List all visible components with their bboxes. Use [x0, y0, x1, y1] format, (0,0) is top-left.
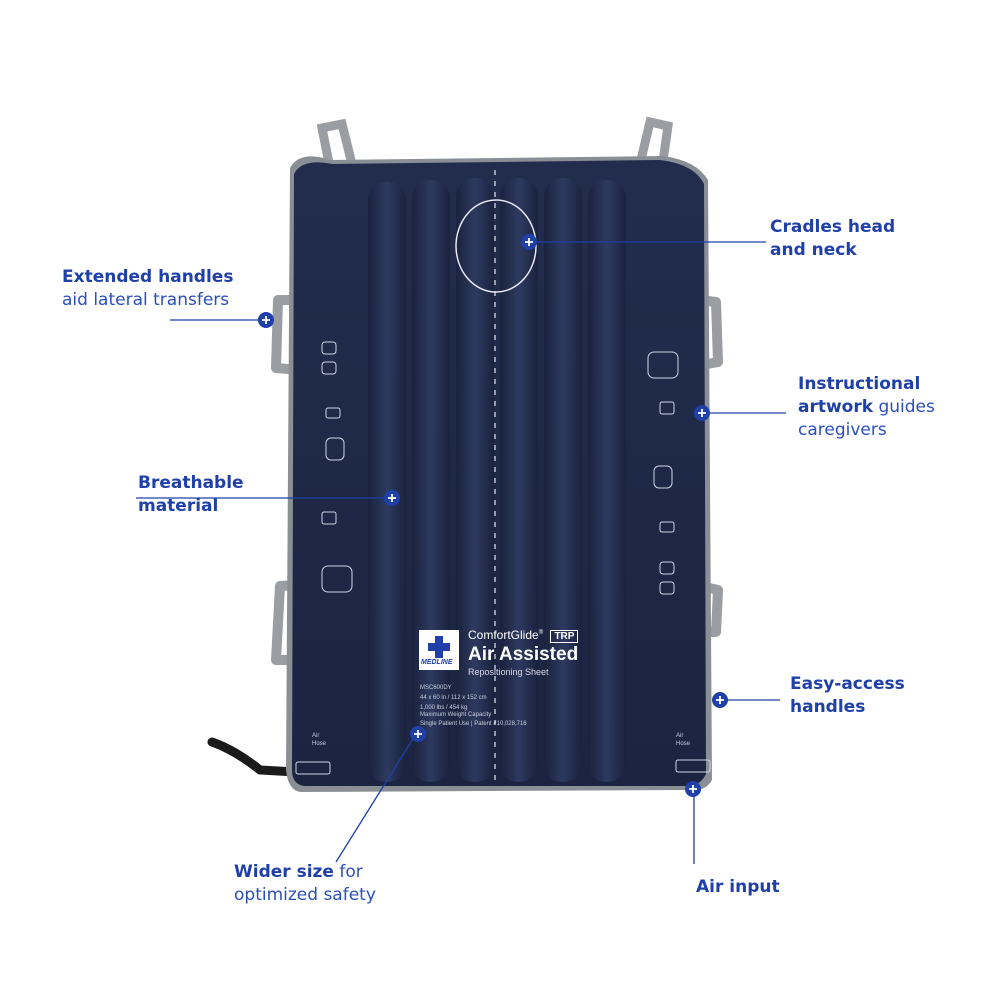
callout-lines: [136, 241, 786, 864]
corner-tag-left: [295, 761, 331, 775]
head-outline: [455, 199, 537, 293]
plus-circle-icon: [410, 726, 426, 742]
plus-circle-icon: [258, 312, 274, 328]
product-subtitle: Repositioning Sheet: [468, 667, 549, 677]
callout-breathable-material: Breathable material: [138, 473, 244, 516]
product-name: Air Assisted: [468, 644, 579, 665]
plus-circle-icon: [712, 692, 728, 708]
mattress-body: [292, 160, 706, 786]
callout-air-input: Air input: [696, 877, 780, 897]
instruction-artwork-right: [647, 351, 679, 595]
plus-circle-icon: [694, 405, 710, 421]
instruction-artwork-left: [321, 341, 353, 593]
plus-circle-icon: [384, 490, 400, 506]
plus-circle-icon: [521, 234, 537, 250]
air-hose: [207, 737, 301, 777]
corner-label-left: Air Hose: [312, 733, 327, 747]
brand-line: ComfortGlide® TRP: [468, 628, 579, 643]
trp-badge: TRP: [550, 630, 579, 643]
callout-easy-access-handles: Easy-access handles: [790, 674, 905, 717]
plus-circle-icon: [685, 781, 701, 797]
corner-label-right: Air Hose: [676, 733, 691, 747]
capacity: 1,000 lbs / 454 kg: [420, 705, 468, 711]
corner-tag-right: [675, 759, 711, 773]
callout-instructional-artwork: Instructional artwork guides caregivers: [798, 374, 935, 440]
callout-cradles-head: Cradles head and neck: [770, 217, 896, 260]
plus-circle-icon-group: [258, 234, 728, 797]
capacity-label: Maximum Weight Capacity: [420, 712, 492, 718]
callout-extended-handles: Extended handles aid lateral transfers: [62, 267, 234, 310]
top-handles: [316, 116, 674, 173]
callout-wider-size: Wider size for optimized safety: [234, 862, 376, 905]
logo-text: MEDLINE: [421, 659, 453, 666]
dimensions: 44 x 60 in / 112 x 152 cm: [420, 695, 487, 701]
medline-star-icon: [428, 636, 450, 658]
use-patent: Single Patient Use | Patent #10,028,716: [420, 721, 527, 727]
sku: MSC600DY: [420, 685, 452, 691]
